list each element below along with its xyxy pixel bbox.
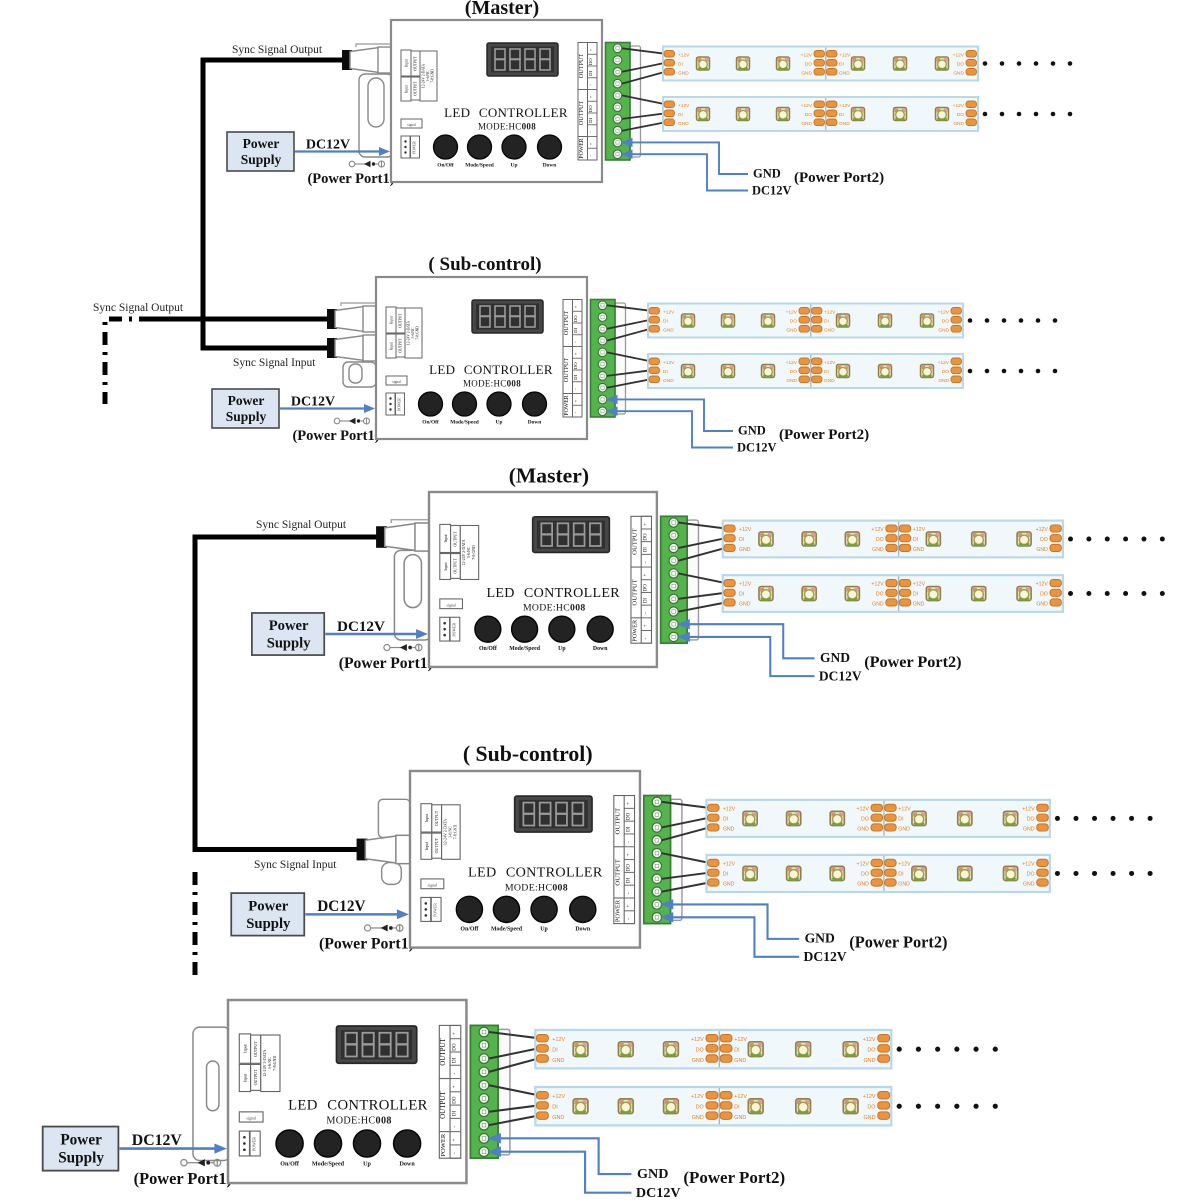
svg-text:Sync Signal Input: Sync Signal Input xyxy=(233,357,316,369)
svg-text:(Master): (Master) xyxy=(465,0,539,19)
svg-text:( Sub-control): ( Sub-control) xyxy=(463,742,593,766)
svg-text:Sync Signal Output: Sync Signal Output xyxy=(256,519,347,531)
svg-text:Sync Signal Output: Sync Signal Output xyxy=(93,302,184,314)
svg-text:( Sub-control): ( Sub-control) xyxy=(428,254,541,275)
svg-text:Sync Signal Output: Sync Signal Output xyxy=(232,44,323,56)
svg-text:(Master): (Master) xyxy=(509,463,589,487)
svg-text:Sync Signal Input: Sync Signal Input xyxy=(254,859,337,871)
